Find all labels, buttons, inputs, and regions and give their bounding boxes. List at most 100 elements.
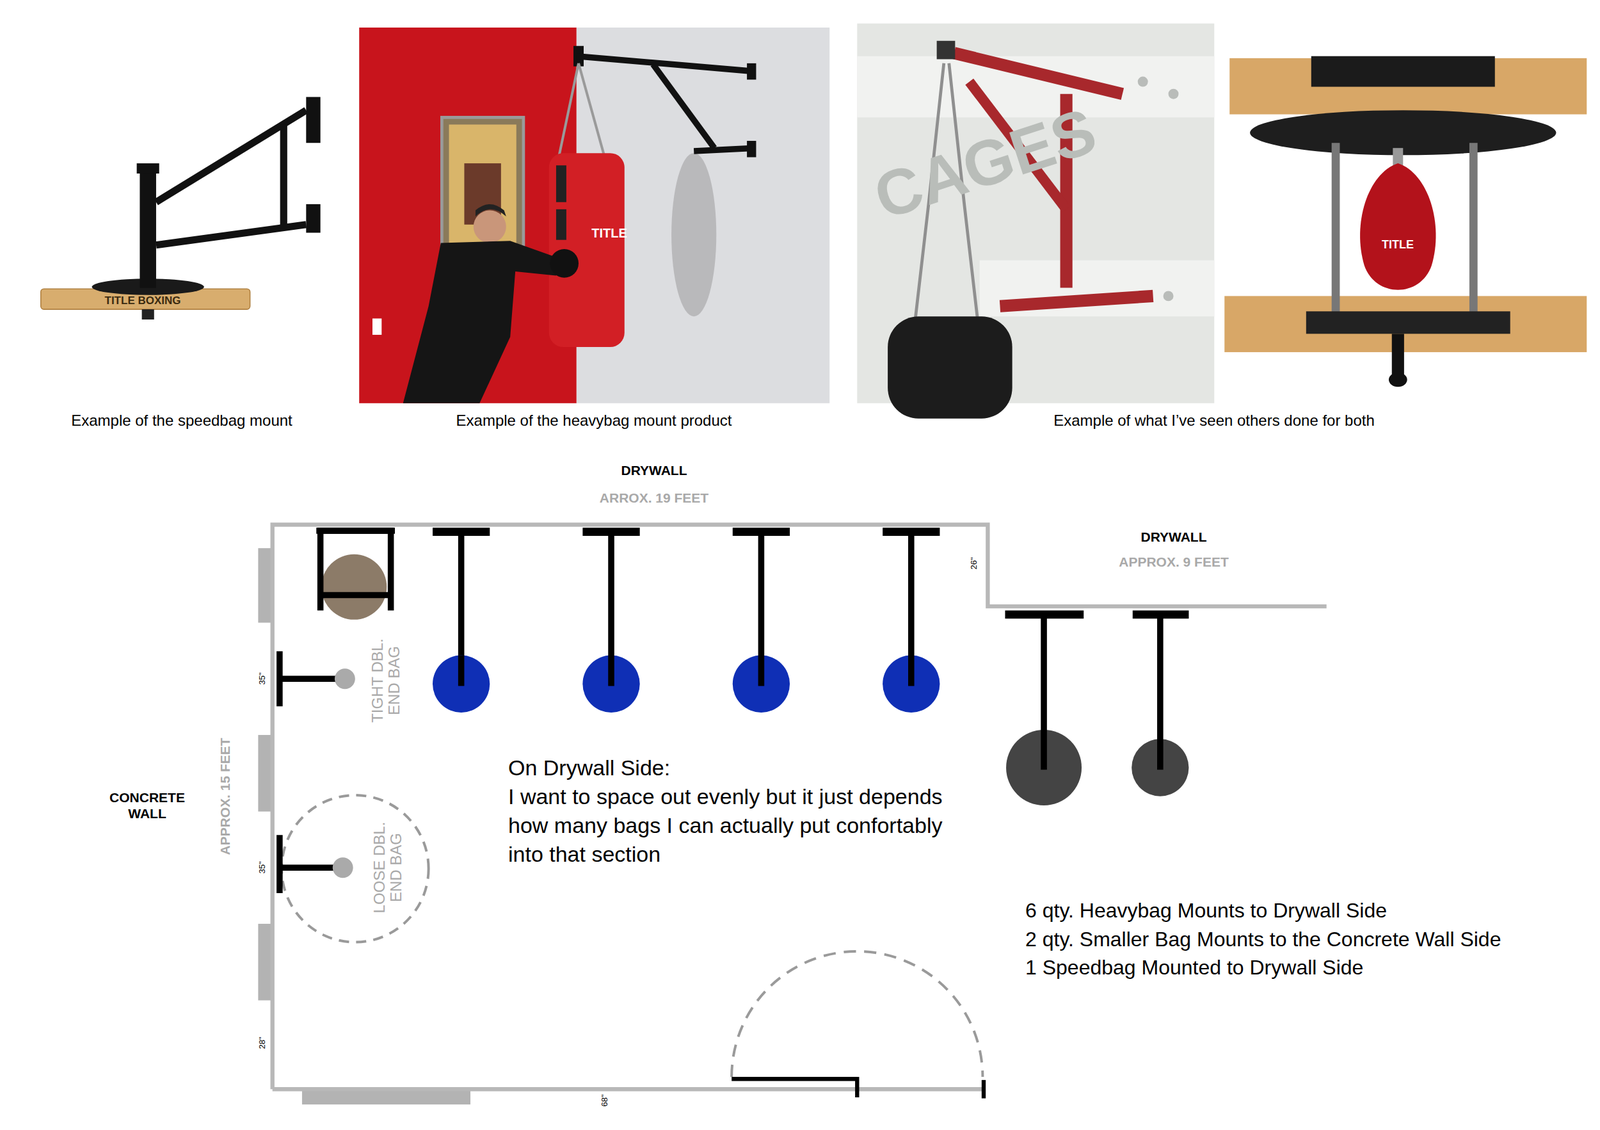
heavybag-mount-photo-part (693, 147, 756, 152)
floor-plan-part (981, 1079, 986, 1099)
diy-speedbag-platform-photo-part (1331, 142, 1341, 322)
diy-heavybag-bracket-photo (856, 23, 1215, 419)
photo-caption: Example of the speedbag mount (71, 411, 293, 431)
photo-caption: Example of the heavybag mount product (456, 411, 733, 431)
heavybag-mount-photo-part (473, 209, 507, 243)
dimension: 26" (969, 556, 979, 569)
speedbag-mount-photo-part (136, 163, 160, 174)
heavybag-mount-photo-part (449, 124, 517, 254)
heavybag-mounts-part (432, 655, 490, 713)
heavybag-mount-photo-part (549, 152, 625, 347)
quantity-note: 6 qty. Heavybag Mounts to Drywall Side (1025, 897, 1387, 923)
floor-plan-part (257, 547, 272, 623)
heavybag-mounts-part (1157, 614, 1164, 770)
heavybag-mounts-part (458, 655, 465, 687)
bag-label: LOOSE DBL. END BAG (371, 819, 406, 916)
photo-caption: Example of what I’ve seen others done fo… (1053, 411, 1375, 431)
floor-plan-part (731, 951, 983, 1077)
heavybag-mount-photo-part (671, 152, 717, 317)
dimension: 68" (600, 1093, 610, 1106)
heavybag-mount-photo-part (576, 56, 756, 72)
diy-heavybag-bracket-photo-part (936, 40, 956, 60)
floor-plan-part (855, 1076, 859, 1097)
speedbag-mount-photo-part (139, 165, 157, 288)
heavybag-mount-photo-part (559, 63, 579, 155)
note-text: I want to space out evenly but it just d… (508, 782, 969, 869)
speedbag-mount-photo-part (142, 309, 155, 320)
diy-speedbag-platform-photo-part (1306, 311, 1511, 334)
heavybag-mount-photo-part (652, 64, 715, 148)
floor-plan-part (332, 856, 354, 878)
wall-name: CONCRETE WALL (102, 789, 192, 822)
speedbag-mount-photo (40, 96, 321, 320)
quantity-note: 1 Speedbag Mounted to Drywall Side (1025, 954, 1364, 980)
heavybag-mount-photo-part (372, 318, 382, 335)
heavybag-mount-photo-part (746, 63, 756, 80)
heavybag-mounts (432, 531, 1189, 806)
diy-heavybag-bracket-photo-part (1163, 290, 1174, 301)
wall-name: DRYWALL (620, 462, 687, 479)
heavybag-mounts-part (1040, 614, 1048, 770)
speedbag-mount-photo-part (305, 204, 320, 233)
diy-speedbag-platform-photo-part (1360, 163, 1436, 290)
floor-plan-part (257, 734, 272, 812)
brand-text: TITLE BOXING (104, 294, 182, 308)
wall-name: DRYWALL (1140, 528, 1207, 545)
bag-label: TIGHT DBL. END BAG (369, 632, 404, 729)
diy-heavybag-bracket-photo-part (1137, 76, 1149, 88)
heavybag-mount-photo-part (746, 140, 756, 158)
brand-text: TITLE (1381, 238, 1414, 253)
floor-plan-part (321, 554, 387, 620)
heavybag-mount-photo-part (556, 165, 567, 202)
heavybag-mount-photo-part (359, 27, 577, 404)
wall-length: APPROX. 15 FEET (216, 737, 233, 855)
diy-heavybag-bracket-photo-part (1168, 88, 1179, 100)
diy-speedbag-platform-photo-part (1469, 142, 1478, 322)
floor-plan-part (320, 592, 392, 599)
speedbag-mount-photo-part (305, 96, 320, 143)
floor-plan-part (276, 834, 283, 893)
diy-heavybag-bracket-photo-part (887, 316, 1013, 418)
heavybag-mount-photo (359, 27, 830, 404)
diy-heavybag-bracket-photo-part (1000, 295, 1154, 306)
floor-plan-part (320, 530, 392, 610)
diy-speedbag-platform-photo (1222, 49, 1590, 388)
floor-plan-part (316, 527, 395, 534)
heavybag-mount-photo-part (578, 63, 605, 155)
floor-plan (257, 524, 1327, 1105)
floor-plan-part (334, 668, 356, 689)
diy-heavybag-bracket-photo-part (979, 260, 1215, 317)
brand-text: TITLE (591, 225, 628, 241)
heavybag-mounts-part (908, 531, 915, 687)
dimension: 35" (257, 672, 267, 685)
heavybag-mounts-part (608, 531, 615, 687)
heavybag-mount-photo-part (441, 117, 524, 260)
diy-speedbag-platform-photo-part (1388, 372, 1408, 387)
heavybag-mount-photo-part (549, 248, 579, 278)
diy-speedbag-platform-photo-part (1392, 333, 1405, 377)
floor-plan-part (272, 1086, 985, 1091)
heavybag-mounts-part (758, 531, 765, 687)
floor-plan-part (279, 675, 342, 682)
floor-plan-part (272, 524, 1327, 1090)
heavybag-mount-photo-part (403, 240, 557, 404)
heavybag-mount-photo-part (556, 209, 567, 240)
floor-plan-part (279, 864, 339, 871)
speedbag-mount-photo-part (280, 124, 288, 230)
note-heading: On Drywall Side: (508, 753, 671, 782)
quantity-note: 2 qty. Smaller Bag Mounts to the Concret… (1025, 926, 1501, 952)
wall-length: APPROX. 9 FEET (1118, 553, 1229, 570)
watermark: CAGES (865, 94, 1104, 233)
wall-length: ARROX. 19 FEET (599, 489, 709, 506)
dimension: 35" (257, 860, 267, 873)
diy-speedbag-platform-photo-part (1222, 49, 1590, 388)
dimension: 28" (257, 1036, 267, 1049)
diy-speedbag-platform-photo-part (1311, 56, 1496, 88)
floor-plan-part (731, 1076, 857, 1081)
diy-heavybag-bracket-photo-part (856, 56, 1215, 118)
diy-speedbag-platform-photo-part (1224, 295, 1587, 352)
heavybag-mount-photo-part (475, 204, 507, 217)
floor-plan-part (257, 923, 272, 1001)
floor-plan-part (302, 1089, 471, 1104)
